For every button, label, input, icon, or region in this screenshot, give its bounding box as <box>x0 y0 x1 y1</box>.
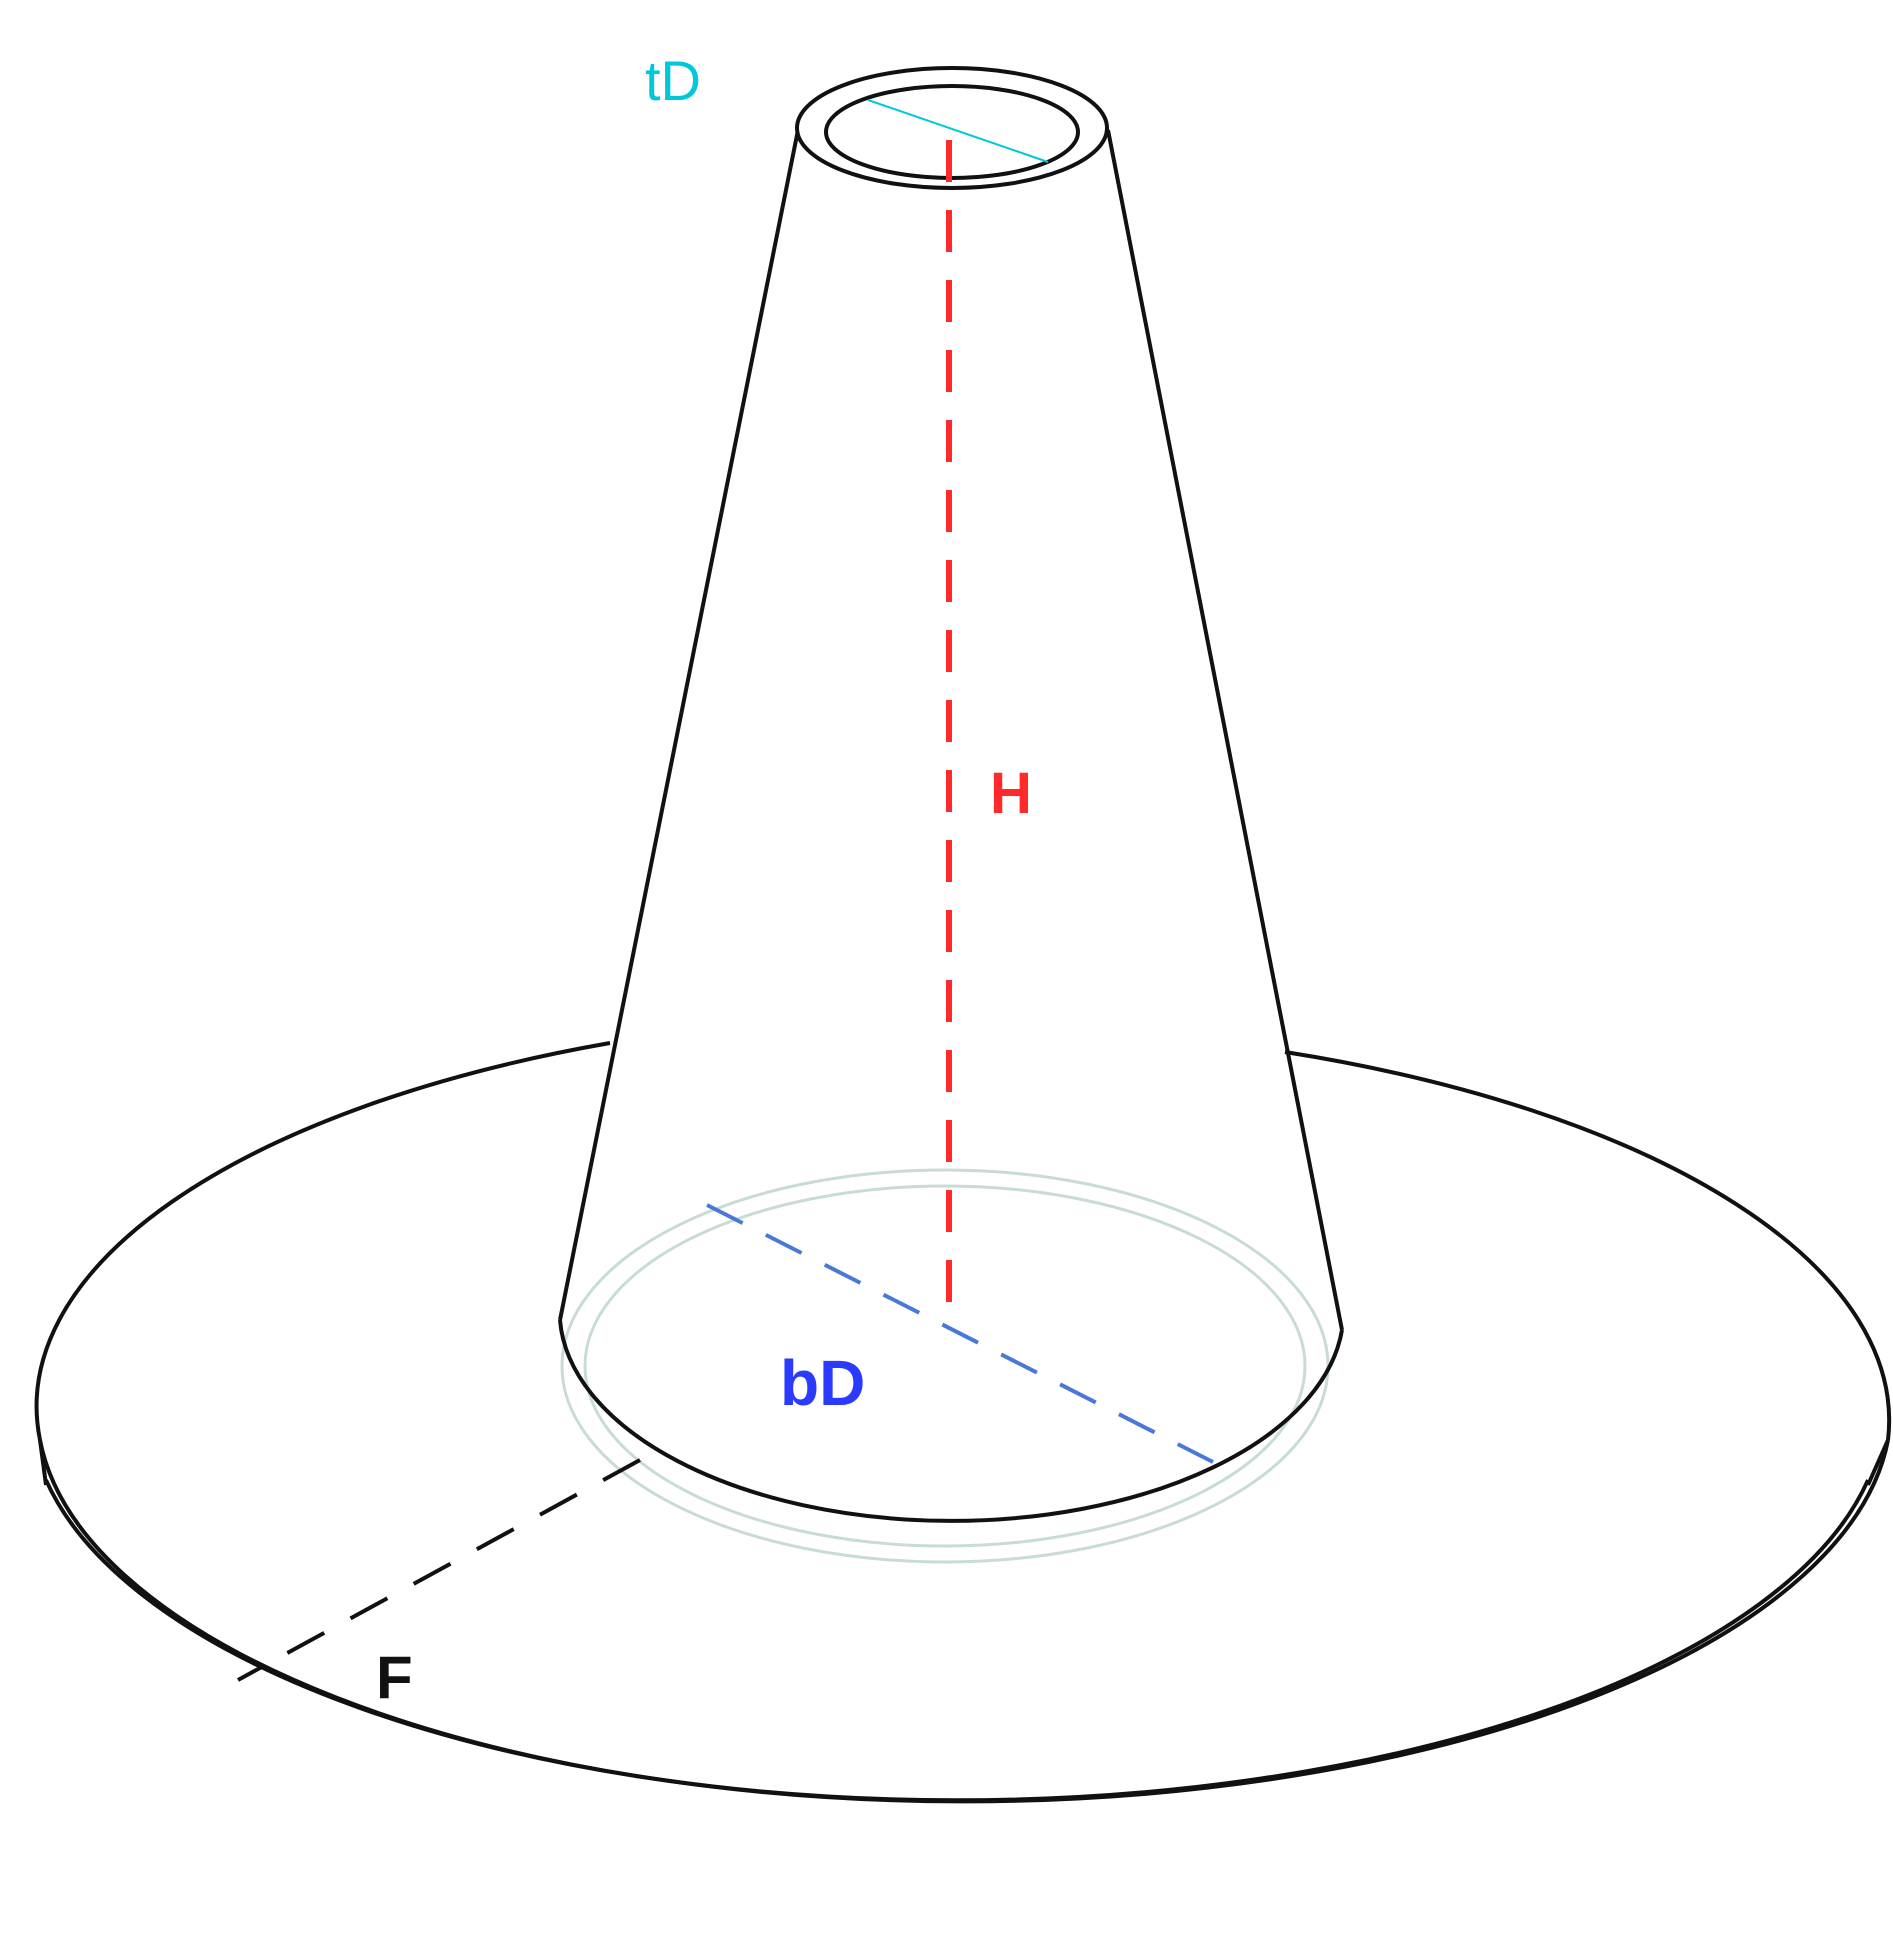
top-diameter-line <box>867 99 1049 163</box>
cone-right-side <box>1106 129 1344 1331</box>
height-label: H <box>990 761 1032 826</box>
flange-disc-lower-edge <box>44 1479 1870 1803</box>
bottom-diameter-label: bD <box>780 1347 865 1419</box>
cone-left-side <box>558 129 800 1321</box>
bottom-diameter-line <box>706 1203 1214 1464</box>
flange-disc-back-right-arc <box>1284 1050 1892 1441</box>
flange-disc-back-left-arc <box>34 1041 611 1441</box>
cone-base-front-arc <box>558 1319 1344 1523</box>
hidden-base-ring-outer <box>560 1168 1330 1564</box>
hidden-base-ring-inner <box>583 1184 1307 1548</box>
top-diameter-label: tD <box>645 49 701 112</box>
flange-label: F <box>376 1644 413 1711</box>
flange-width-line <box>237 1458 641 1682</box>
flange-disc-front-arc <box>38 1439 1890 1804</box>
